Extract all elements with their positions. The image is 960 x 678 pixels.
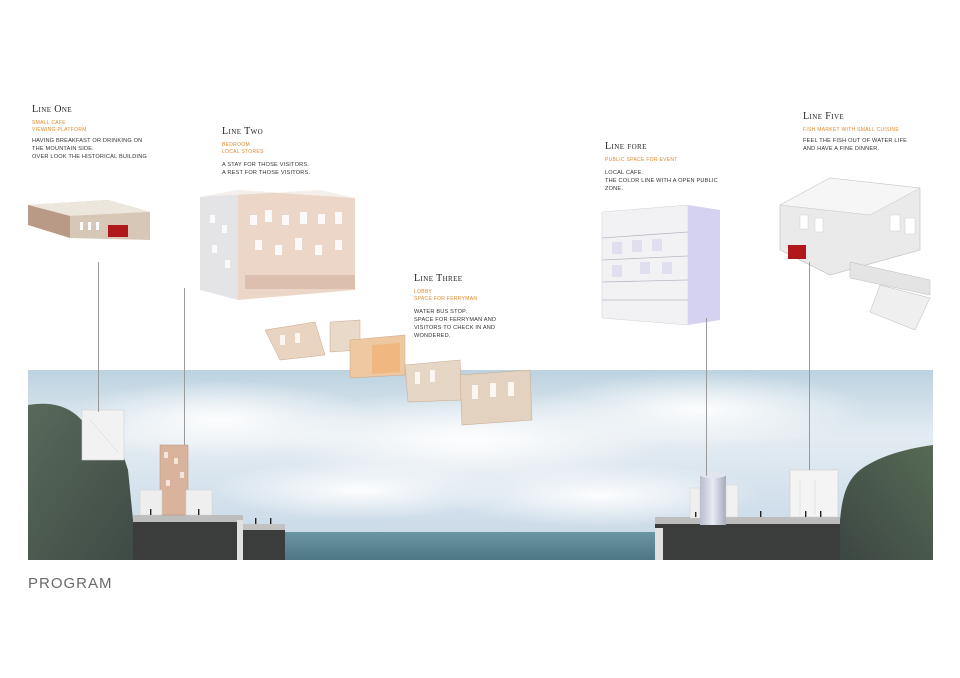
- line-fore-desc-3: zone.: [605, 186, 624, 192]
- line-fore-leader: [706, 318, 707, 476]
- line-two-desc-1: A stay for those visitors.: [222, 162, 310, 168]
- line-three-desc-2: Space for ferryman and: [414, 317, 497, 323]
- line-fore-title: Line fore: [605, 141, 647, 152]
- line-three-subtitle-1: Lobby: [414, 289, 433, 295]
- line-two-building: [200, 190, 355, 300]
- line-five-title: Line Five: [803, 111, 845, 122]
- line-one-title: Line One: [32, 104, 73, 115]
- line-two-title: Line Two: [222, 126, 264, 137]
- line-two-leader: [184, 288, 185, 445]
- line-one-desc-1: Having breakfast or drinking on: [32, 138, 143, 144]
- line-one-subtitle-1: Small cafe: [32, 120, 66, 126]
- line-five-block: Line Five Fish market with small cuisine…: [803, 111, 907, 153]
- line-three-block: Line Three Lobby Space for ferryman Wate…: [414, 273, 496, 340]
- left-bank: [28, 403, 285, 560]
- line-one-leader: [98, 262, 99, 412]
- right-bank: [655, 445, 933, 560]
- line-one-desc-2: the mountain side.: [32, 146, 94, 152]
- line-one-block: Line One Small cafe Viewing platform Hav…: [32, 104, 147, 161]
- right-bank-buildings: [689, 469, 839, 525]
- line-two-block: Line Two Bedroom Local stores A stay for…: [222, 126, 310, 177]
- line-five-building: [779, 177, 931, 331]
- line-fore-subtitle-1: Public space for event: [605, 157, 678, 163]
- people-figures: [150, 509, 822, 524]
- line-five-desc-2: And have a fine dinner.: [803, 146, 880, 152]
- line-three-desc-1: Water Bus Stop.: [414, 309, 468, 315]
- line-one-desc-3: Over look the historical building: [32, 154, 147, 160]
- line-five-leader: [809, 262, 810, 470]
- line-two-desc-2: A rest for those visitors.: [222, 170, 311, 176]
- line-fore-block: Line fore Public space for event Local c…: [605, 141, 718, 193]
- line-three-subtitle-2: Space for ferryman: [414, 296, 478, 302]
- line-one-building: [28, 200, 150, 240]
- river-water: [285, 532, 655, 560]
- line-three-title: Line Three: [414, 273, 463, 284]
- line-one-subtitle-2: Viewing platform: [32, 127, 87, 133]
- line-three-desc-3: visitors to check in and: [414, 325, 496, 331]
- line-two-subtitle-2: Local stores: [222, 149, 264, 155]
- program-label: PROGRAM: [28, 575, 113, 592]
- line-fore-desc-2: The color line with a open public: [605, 178, 718, 184]
- line-two-subtitle-1: Bedroom: [222, 142, 250, 148]
- line-fore-building: [601, 204, 720, 326]
- line-three-desc-4: wondered.: [414, 333, 451, 339]
- line-fore-desc-1: Local cafe.: [605, 170, 644, 176]
- line-five-subtitle-1: Fish market with small cuisine: [803, 127, 899, 133]
- line-three-building: [264, 319, 533, 426]
- line-five-desc-1: Feel the fish out of water life: [803, 138, 907, 144]
